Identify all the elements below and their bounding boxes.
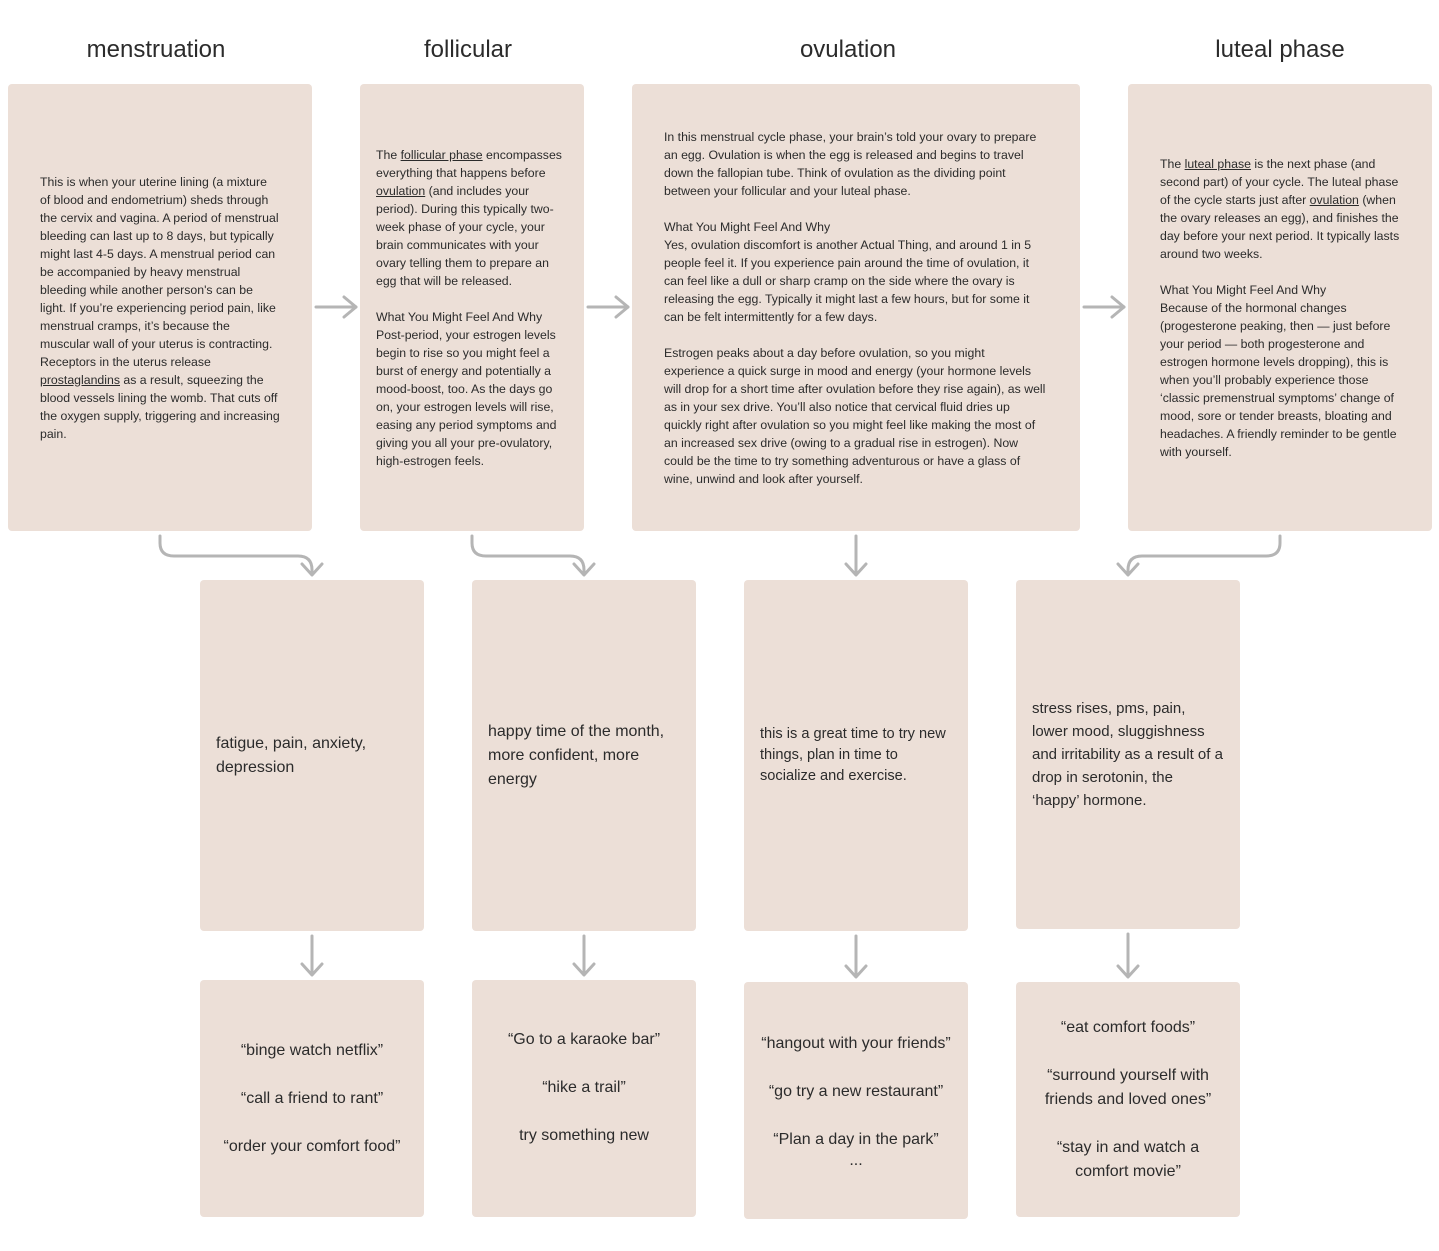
- description-paragraph: The luteal phase is the next phase (and …: [1160, 155, 1400, 263]
- suggestions-card-luteal: “eat comfort foods” “surround yourself w…: [1016, 982, 1240, 1217]
- description-text: What You Might Feel And Why Yes, ovulati…: [664, 219, 1032, 324]
- suggestions-card-menstruation: “binge watch netflix” “call a friend to …: [200, 980, 424, 1217]
- description-paragraph: What You Might Feel And Why Post-period,…: [376, 308, 568, 470]
- description-paragraph: The follicular phase encompasses everyth…: [376, 146, 568, 290]
- description-text: (and includes your period). During this …: [376, 183, 554, 288]
- description-paragraph: What You Might Feel And Why Yes, ovulati…: [664, 218, 1048, 326]
- suggestions-list: “eat comfort foods” “surround yourself w…: [1016, 1016, 1240, 1184]
- feelings-card-follicular: happy time of the month, more confident,…: [472, 580, 696, 931]
- description-text: encompasses everything that happens befo…: [376, 147, 562, 180]
- arrow-follicular-to-ovulation: [586, 295, 630, 319]
- suggestion-item: “hike a trail”: [542, 1079, 626, 1096]
- feelings-text: fatigue, pain, anxiety, depression: [216, 734, 367, 776]
- arrow-menstruation-to-follicular: [314, 295, 358, 319]
- underlined-term: prostaglandins: [40, 372, 120, 387]
- description-card-menstruation: This is when your uterine lining (a mixt…: [8, 84, 312, 531]
- underlined-term: ovulation: [1309, 192, 1359, 207]
- suggestion-item: “go try a new restaurant”: [768, 1082, 944, 1100]
- suggestion-item: “stay in and watch a comfort movie”: [1056, 1138, 1200, 1180]
- arrow-luteal-desc-to-feelings: [1116, 534, 1282, 577]
- description-paragraph: What You Might Feel And Why Because of t…: [1160, 281, 1400, 461]
- feelings-card-ovulation: this is a great time to try new things, …: [744, 580, 968, 931]
- arrow-follicular-feelings-to-suggestions: [572, 934, 596, 977]
- suggestion-item: “eat comfort foods”: [1060, 1018, 1196, 1036]
- arrow-ovulation-feelings-to-suggestions: [844, 934, 868, 979]
- suggestion-item: “binge watch netflix”: [240, 1041, 384, 1059]
- description-text: What You Might Feel And Why Post-period,…: [376, 309, 557, 468]
- description-paragraph: In this menstrual cycle phase, your brai…: [664, 128, 1048, 200]
- arrow-menstruation-desc-to-feelings: [158, 534, 324, 577]
- description-text: (when the ovary releases an egg), and fi…: [1160, 192, 1400, 261]
- suggestion-item: “Plan a day in the park”: [773, 1130, 939, 1148]
- suggestions-card-ovulation: “hangout with your friends” “go try a ne…: [744, 982, 968, 1219]
- suggestion-item: try something new: [519, 1127, 649, 1144]
- description-text: In this menstrual cycle phase, your brai…: [664, 129, 1037, 198]
- suggestion-item: “surround yourself with friends and love…: [1044, 1066, 1212, 1108]
- phase-title-follicular: follicular: [423, 36, 513, 63]
- underlined-term: luteal phase: [1184, 156, 1251, 171]
- description-text: What You Might Feel And Why Because of t…: [1160, 282, 1397, 459]
- description-card-follicular: The follicular phase encompasses everyth…: [360, 84, 584, 531]
- description-card-ovulation: In this menstrual cycle phase, your brai…: [632, 84, 1080, 531]
- arrow-ovulation-desc-to-feelings: [844, 534, 868, 577]
- suggestions-list: “binge watch netflix” “call a friend to …: [200, 1039, 424, 1159]
- description-paragraph: This is when your uterine lining (a mixt…: [40, 173, 280, 443]
- suggestions-card-follicular: “Go to a karaoke bar” “hike a trail” try…: [472, 980, 696, 1217]
- description-text: is the next phase (and second part) of y…: [1160, 156, 1399, 207]
- description-text: The: [1160, 156, 1185, 171]
- suggestions-list: “Go to a karaoke bar” “hike a trail” try…: [472, 1028, 696, 1148]
- arrow-luteal-feelings-to-suggestions: [1116, 932, 1140, 979]
- feelings-text: happy time of the month, more confident,…: [488, 722, 665, 788]
- underlined-term: follicular phase: [400, 147, 483, 162]
- feelings-text: this is a great time to try new things, …: [760, 726, 946, 784]
- arrow-ovulation-to-luteal: [1082, 295, 1126, 319]
- suggestion-more: ...: [849, 1151, 863, 1169]
- phase-title-luteal: luteal phase: [1215, 36, 1345, 63]
- arrow-menstruation-feelings-to-suggestions: [300, 934, 324, 977]
- feelings-card-menstruation: fatigue, pain, anxiety, depression: [200, 580, 424, 931]
- suggestion-item: “call a friend to rant”: [240, 1089, 384, 1107]
- phase-title-menstruation: menstruation: [86, 36, 226, 63]
- description-paragraph: Estrogen peaks about a day before ovulat…: [664, 344, 1048, 488]
- suggestion-item: “Go to a karaoke bar”: [507, 1031, 661, 1048]
- description-text: as a result, squeezing the blood vessels…: [40, 372, 280, 441]
- arrow-follicular-desc-to-feelings: [470, 534, 596, 577]
- description-text: Estrogen peaks about a day before ovulat…: [664, 345, 1046, 486]
- suggestions-list: “hangout with your friends” “go try a ne…: [744, 1032, 968, 1170]
- description-card-luteal: The luteal phase is the next phase (and …: [1128, 84, 1432, 531]
- phase-title-ovulation: ovulation: [799, 36, 897, 63]
- feelings-text: stress rises, pms, pain, lower mood, slu…: [1032, 700, 1223, 809]
- suggestion-item: “hangout with your friends”: [761, 1034, 951, 1052]
- description-text: The: [376, 147, 401, 162]
- description-text: This is when your uterine lining (a mixt…: [40, 174, 279, 369]
- feelings-card-luteal: stress rises, pms, pain, lower mood, slu…: [1016, 580, 1240, 929]
- suggestion-item: “order your comfort food”: [223, 1137, 401, 1155]
- underlined-term: ovulation: [376, 183, 426, 198]
